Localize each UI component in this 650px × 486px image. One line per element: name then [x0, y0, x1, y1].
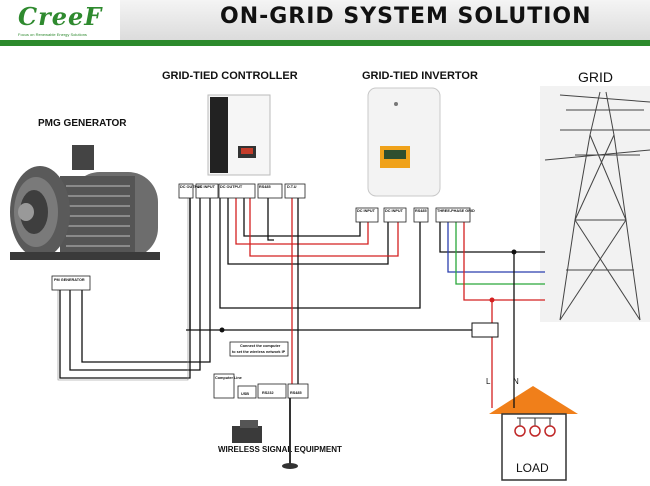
- load-house: [489, 386, 578, 481]
- inverter-dc-input-left-label: DC INPUT: [357, 209, 376, 213]
- controller-label: GRID-TIED CONTROLLER: [162, 70, 298, 82]
- company-logo: CreeF Focus on Renewable Energy Solution…: [4, 2, 122, 42]
- page-title: ON-GRID SYSTEM SOLUTION: [220, 4, 592, 29]
- wireless-device-image: [232, 395, 298, 469]
- grid-tied-inverter-image: [367, 87, 441, 197]
- dtu-label: D.T.U: [287, 185, 297, 189]
- three-phase-grid-label: THREE-PHASE GRID: [437, 209, 475, 213]
- rs232-label: RS232: [262, 391, 274, 395]
- line-n-label: N: [513, 377, 519, 386]
- terminal-blocks: [51, 183, 471, 399]
- logo-tagline: Focus on Renewable Energy Solutions: [18, 32, 87, 37]
- controller-dc-output-label: DC OUTPUT: [180, 185, 203, 189]
- pm-generator-terminal-label: PM GENERATOR: [54, 278, 85, 282]
- computer-line-label: Computer Line: [215, 376, 242, 380]
- inverter-rs485-label: RS485: [415, 209, 427, 213]
- generator-label: PMG GENERATOR: [38, 118, 127, 129]
- grid-label: GRID: [578, 69, 613, 85]
- wireless-label: WIRELESS SIGNAL EQUIPMENT: [218, 445, 342, 454]
- junction-dots: [219, 249, 517, 333]
- computer-note-line-2: to set the wireless network IP: [232, 350, 286, 354]
- pmg-generator-image: [10, 145, 160, 260]
- wires: [57, 198, 545, 408]
- header-background: [120, 0, 650, 40]
- rs485-box-label: RS485: [290, 391, 302, 395]
- transmission-tower-image: [540, 86, 650, 322]
- load-label: LOAD: [516, 461, 549, 475]
- inverter-dc-input-right-label: DC INPUT: [385, 209, 404, 213]
- grid-tied-controller-image: [207, 94, 271, 176]
- controller-rs485-label: RS485: [259, 185, 271, 189]
- breaker-box: [471, 322, 499, 338]
- line-l-label: L: [486, 377, 491, 386]
- inverter-label: GRID-TIED INVERTOR: [362, 70, 478, 82]
- header: CreeF Focus on Renewable Energy Solution…: [0, 0, 650, 46]
- logo-text: CreeF: [18, 2, 103, 31]
- controller-dc-output2-label: DC OUTPUT: [220, 185, 243, 189]
- computer-note-line-1: Connect the computer: [240, 344, 281, 348]
- controller-ac-input-label: AC INPUT: [197, 185, 216, 189]
- header-green-bar: [0, 40, 650, 46]
- usb-label: USB: [241, 392, 249, 396]
